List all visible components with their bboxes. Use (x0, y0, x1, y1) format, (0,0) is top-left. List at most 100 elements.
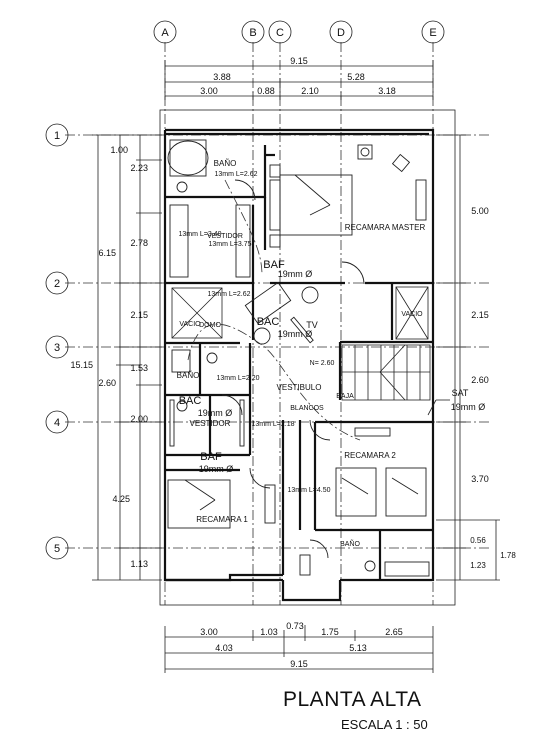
door-swings (187, 179, 365, 559)
axis-2-bubble (45, 271, 69, 295)
note-pipe13-a: 13mm L=2.62 (215, 171, 258, 178)
dim-top-total: 9.15 (290, 56, 308, 66)
dim-right-r3: 2.60 (471, 375, 489, 385)
dim-left-g1: 6.15 (98, 248, 116, 258)
dim-bot-e1: 4.03 (215, 643, 233, 653)
axis-a-bubble (153, 20, 177, 44)
axis-e-bubble (421, 20, 445, 44)
label-bac-2: BAC (179, 395, 202, 407)
axis-4-bubble (45, 410, 69, 434)
void-boxes (171, 286, 429, 340)
dim-left-h2: 2.23 (130, 163, 148, 173)
note-pipe19-a: 19mm Ø (278, 269, 313, 279)
axis-3-label: 3 (54, 342, 60, 354)
label-bac-1: BAC (257, 316, 280, 328)
axis-b-label: B (249, 27, 256, 39)
note-pipe19-e: 19mm Ø (451, 402, 486, 412)
note-pipe19-d: 19mm Ø (199, 464, 234, 474)
label-recamara-1: RECAMARA 1 (196, 515, 248, 524)
dim-right-r5: 0.56 (470, 536, 486, 545)
axis-1-bubble (45, 123, 69, 147)
dim-right-r2: 2.15 (471, 310, 489, 320)
dim-left-g3: 4.25 (112, 494, 130, 504)
label-tv: TV (306, 320, 318, 330)
label-bano-1: BAÑO (214, 159, 237, 168)
dim-top-c3: 2.10 (301, 86, 319, 96)
dim-right-r6: 1.78 (500, 551, 516, 560)
dim-top-c1: 3.00 (200, 86, 218, 96)
note-pipe19-b: 19mm Ø (278, 329, 313, 339)
dim-bot-total: 9.15 (290, 659, 308, 669)
dim-right-r4: 3.70 (471, 474, 489, 484)
label-vacio-2: VACIO (401, 311, 423, 318)
axis-c-bubble (268, 20, 292, 44)
label-baf-1: BAF (263, 259, 285, 271)
note-pipe13-c: 13mm L=3.75 (209, 241, 252, 248)
dim-top-c2: 0.88 (257, 86, 275, 96)
label-bano-3: BAÑO (340, 539, 360, 548)
outer-walls (159, 109, 456, 606)
axis-e-label: E (429, 27, 436, 39)
dim-right-r1: 5.00 (471, 206, 489, 216)
dimensions-bottom: 3.00 1.03 0.73 1.75 2.65 4.03 5.13 9.15 (164, 621, 434, 673)
axis-c-label: C (276, 27, 284, 39)
bed-2a (335, 467, 377, 517)
label-domo: DOMO (199, 322, 221, 329)
interior-walls (165, 145, 433, 580)
axis-5-label: 5 (54, 543, 60, 555)
furniture (167, 139, 430, 577)
label-bano-2: BAÑO (177, 371, 200, 380)
dim-top-b: 5.28 (347, 72, 365, 82)
dim-top-a: 3.88 (213, 72, 231, 82)
note-pipe13-g: 13mm L=2.20 (217, 375, 260, 382)
bed-1 (167, 479, 231, 529)
axis-1-label: 1 (54, 130, 60, 142)
axis-a-label: A (161, 27, 169, 39)
dim-left-total: 15.15 (70, 360, 93, 370)
label-nivel: N= 2.60 (310, 360, 335, 367)
bathtub (167, 140, 209, 176)
label-baf-2: BAF (200, 451, 222, 463)
dim-bot-d3: 0.73 (286, 621, 304, 631)
note-pipe13-d: 13mm L=2.62 (208, 291, 251, 298)
label-sat: SAT (452, 388, 469, 398)
label-recamara-2: RECAMARA 2 (344, 451, 396, 460)
dim-bot-d5: 2.65 (385, 627, 403, 637)
axis-3-bubble (45, 335, 69, 359)
dim-left-h4: 2.15 (130, 310, 148, 320)
stairs (341, 344, 431, 401)
axis-4-label: 4 (54, 417, 60, 429)
room-labels: BAÑO RECAMARA MASTER VESTIDOR VACIO VACI… (177, 159, 469, 548)
label-blancos: BLANCOS (290, 405, 324, 412)
dim-top-c4: 3.18 (378, 86, 396, 96)
dim-left-h7: 1.13 (130, 559, 148, 569)
label-vestidor-2: VESTIDOR (190, 419, 231, 428)
dim-left-g2: 2.60 (98, 378, 116, 388)
dim-bot-d1: 3.00 (200, 627, 218, 637)
dim-bot-d4: 1.75 (321, 627, 339, 637)
dim-bot-d2: 1.03 (260, 627, 278, 637)
label-baja: BAJA (336, 393, 354, 400)
label-recamara-master: RECAMARA MASTER (345, 223, 426, 232)
plan-title: PLANTA ALTA (283, 688, 422, 711)
bed-2b (385, 467, 427, 517)
note-pipe13-e: 13mm L=4.50 (288, 487, 331, 494)
dimensions-right: 5.00 2.15 2.60 3.70 0.56 1.78 1.23 (436, 134, 516, 581)
label-vestidor-1: VESTIDOR (207, 233, 243, 240)
axis-b-bubble (241, 20, 265, 44)
note-pipe19-c: 19mm Ø (198, 408, 233, 418)
dim-left-h5: 1.53 (130, 363, 148, 373)
pipe-notes: 19mm Ø 19mm Ø 19mm Ø 19mm Ø 19mm Ø 13mm … (179, 171, 486, 494)
dim-left-h1: 1.00 (110, 145, 128, 155)
label-vacio-1: VACIO (179, 321, 201, 328)
dim-bot-e2: 5.13 (349, 643, 367, 653)
dim-left-h6: 2.00 (130, 414, 148, 424)
axis-5-bubble (45, 536, 69, 560)
axis-d-label: D (337, 27, 345, 39)
axis-d-bubble (329, 20, 353, 44)
note-pipe13-b: 13mm L=3.40 (179, 231, 222, 238)
dim-left-h3: 2.78 (130, 238, 148, 248)
dim-right-r7: 1.23 (470, 561, 486, 570)
dimensions-top: 9.15 3.88 5.28 3.00 0.88 2.10 3.18 (164, 56, 434, 100)
